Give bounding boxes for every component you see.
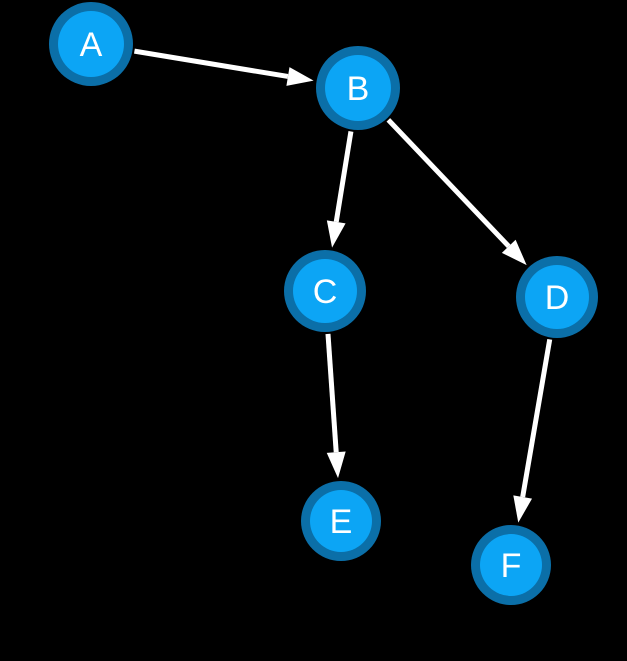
arrow-head-icon — [513, 495, 533, 523]
node-fill — [480, 534, 542, 596]
arrow-head-icon — [286, 67, 314, 86]
edges-layer — [134, 48, 553, 523]
edge-line — [386, 118, 511, 249]
arrow-head-icon — [326, 451, 346, 479]
arrow-head-icon — [326, 220, 346, 248]
graph-node-c[interactable]: C — [284, 250, 366, 332]
graph-edge-c-e[interactable] — [325, 333, 346, 479]
edge-line — [134, 48, 289, 79]
edge-line — [333, 131, 354, 223]
edge-line — [520, 338, 553, 498]
node-fill — [325, 55, 391, 121]
node-fill — [310, 490, 372, 552]
arrow-head-icon — [501, 239, 527, 266]
graph-edge-b-d[interactable] — [386, 118, 527, 266]
graph-node-b[interactable]: B — [316, 46, 400, 130]
graph-edge-a-b[interactable] — [134, 48, 314, 86]
graph-node-e[interactable]: E — [301, 481, 381, 561]
node-fill — [293, 259, 357, 323]
nodes-layer: A B C D E F — [49, 2, 598, 605]
graph-node-a[interactable]: A — [49, 2, 133, 86]
graph-node-d[interactable]: D — [516, 256, 598, 338]
graph-node-f[interactable]: F — [471, 525, 551, 605]
node-fill — [525, 265, 589, 329]
graph-edge-b-c[interactable] — [326, 131, 354, 248]
edge-line — [325, 333, 339, 453]
node-fill — [58, 11, 124, 77]
graph-edge-d-f[interactable] — [513, 338, 553, 523]
